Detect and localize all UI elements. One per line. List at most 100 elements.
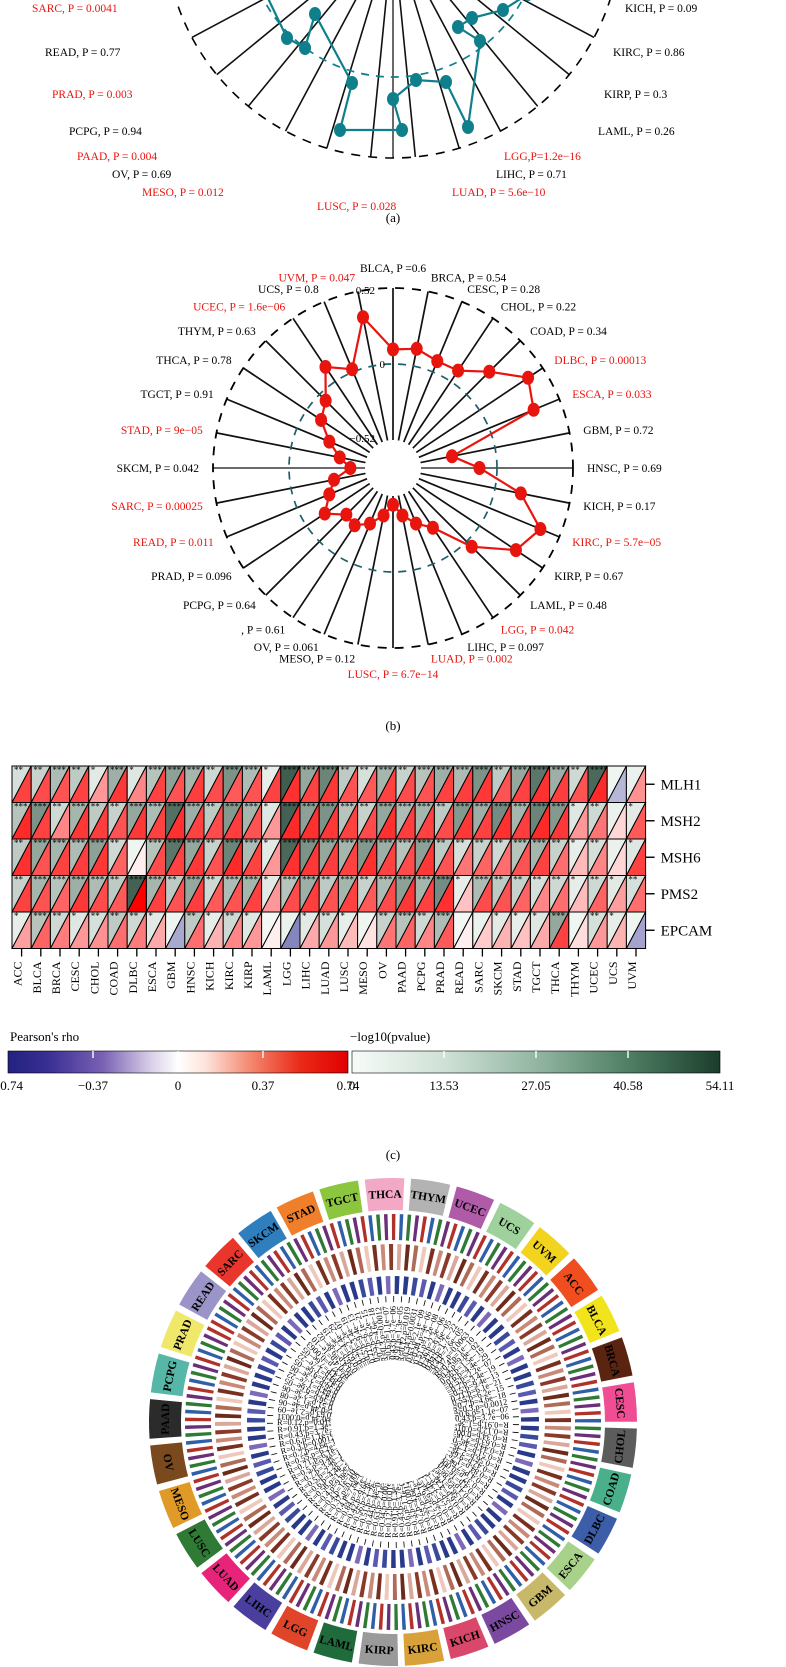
heatmap-cell: ** — [107, 875, 129, 913]
heatmap-cell: *** — [183, 838, 205, 876]
circos-bar-ring2 — [258, 1521, 281, 1542]
radial-axis — [369, 0, 387, 157]
significance-stars: *** — [148, 838, 162, 848]
circos-bar-ring1 — [229, 1534, 252, 1554]
data-point — [534, 522, 547, 537]
heatmap-cell: *** — [433, 765, 455, 803]
circos-bar-ring3 — [431, 1542, 442, 1562]
circos-bar-ring1 — [191, 1466, 218, 1476]
circos-sector — [358, 1631, 399, 1666]
significance-stars: ** — [91, 802, 101, 812]
circos-bar-ring2 — [435, 1566, 448, 1593]
significance-stars: ** — [552, 838, 562, 848]
circos-bar-ring1 — [536, 1294, 560, 1313]
reference-ring — [262, 0, 524, 78]
circos-bar-ring1 — [555, 1327, 580, 1343]
circos-tick — [498, 1362, 505, 1367]
circos-bar-ring1 — [275, 1572, 293, 1596]
heatmap-column-label: LGG — [279, 961, 293, 986]
circos-bar-ring2 — [289, 1545, 308, 1570]
circos-sector — [150, 1442, 189, 1485]
heatmap-cell: **** — [164, 838, 186, 876]
circos-bar-ring1 — [224, 1528, 248, 1547]
circos-bar-ring3 — [323, 1291, 336, 1310]
circos-tick — [502, 1369, 509, 1374]
radial-axis — [413, 0, 460, 149]
circos-bar-ring1 — [442, 1596, 453, 1623]
circos-bar-ring1 — [571, 1379, 598, 1388]
significance-stars: * — [609, 911, 614, 921]
circos-bar-ring1 — [478, 1238, 494, 1263]
panel-b-label: MESO, P = 0.12 — [279, 653, 355, 665]
heatmap-cell: *** — [87, 875, 109, 913]
heatmap-cell: * — [452, 875, 474, 913]
circos-bar-ring3 — [251, 1381, 271, 1391]
significance-stars: * — [302, 911, 307, 921]
significance-stars: ** — [206, 838, 216, 848]
heatmap-cell: ** — [356, 802, 378, 840]
heatmap-cell: *** — [107, 765, 129, 803]
heatmap-row-label: PMS2 — [661, 887, 699, 903]
circos-bar-ring2 — [384, 1573, 390, 1600]
circos-bar-ring2 — [516, 1507, 541, 1526]
heatmap-cell: *** — [548, 911, 570, 949]
circos-bar-ring1 — [207, 1505, 233, 1521]
heatmap-cell: *** — [414, 875, 436, 913]
circos-bar-ring3 — [394, 1276, 400, 1295]
significance-stars: * — [494, 911, 499, 921]
circos-bar-ring3 — [480, 1512, 496, 1529]
significance-stars: ** — [360, 765, 370, 775]
significance-stars: *** — [379, 802, 393, 812]
significance-stars: *** — [52, 875, 66, 885]
circos-bar-ring3 — [250, 1450, 270, 1460]
circos-bar-ring3 — [498, 1338, 516, 1353]
circos-bar-ring1 — [244, 1549, 266, 1571]
circos-tick — [418, 1539, 421, 1546]
circos-bar-ring2 — [330, 1253, 344, 1280]
circos-bar-ring2 — [502, 1524, 525, 1545]
circos-tick — [433, 1534, 436, 1541]
significance-stars: ** — [571, 765, 581, 775]
heatmap-cell: *** — [145, 802, 167, 840]
circos-bar-ring1 — [551, 1320, 577, 1336]
inner-hole — [365, 440, 421, 496]
significance-stars: ** — [590, 911, 600, 921]
circos-bar-ring1 — [544, 1306, 569, 1324]
circos-bar-ring2 — [481, 1543, 500, 1568]
circos-tick — [318, 1319, 323, 1326]
circos-bar-ring1 — [490, 1246, 508, 1271]
circos-tick — [306, 1330, 311, 1335]
circos-bar-ring2 — [323, 1256, 337, 1283]
heatmap-row-label: EPCAM — [661, 923, 713, 939]
significance-stars: * — [340, 911, 345, 921]
heatmap-cell: *** — [337, 802, 359, 840]
significance-stars: *** — [283, 875, 297, 885]
significance-stars: *** — [91, 875, 105, 885]
significance-stars: ** — [321, 911, 331, 921]
circos-bar-ring2 — [452, 1258, 468, 1284]
circos-bar-ring2 — [219, 1379, 246, 1390]
circos-bar-ring3 — [519, 1398, 538, 1406]
panel-b-label: LUAD, P = 0.002 — [431, 653, 513, 665]
significance-stars: *** — [33, 802, 47, 812]
heatmap-cell: *** — [68, 875, 90, 913]
heatmap-cell: ** — [510, 875, 532, 913]
heatmap-cell: *** — [279, 875, 301, 913]
circos-bar-ring2 — [270, 1531, 291, 1554]
circos-bar-ring1 — [570, 1460, 597, 1470]
heatmap-cell: *** — [318, 838, 340, 876]
circos-bar-ring2 — [541, 1384, 568, 1394]
heatmap-cell: *** — [375, 802, 397, 840]
circos-bar-ring2 — [392, 1573, 398, 1600]
circos-bar-ring3 — [304, 1524, 320, 1542]
significance-stars: ** — [590, 875, 600, 885]
circos-bar-ring1 — [574, 1426, 601, 1431]
data-point — [318, 506, 331, 521]
heatmap-cell — [567, 911, 589, 949]
data-point — [323, 434, 336, 449]
circos-bar-ring1 — [522, 1276, 544, 1297]
panel-b-label: , P = 0.61 — [241, 624, 285, 636]
significance-stars: *** — [91, 838, 105, 848]
circos-bar-ring2 — [514, 1315, 539, 1334]
